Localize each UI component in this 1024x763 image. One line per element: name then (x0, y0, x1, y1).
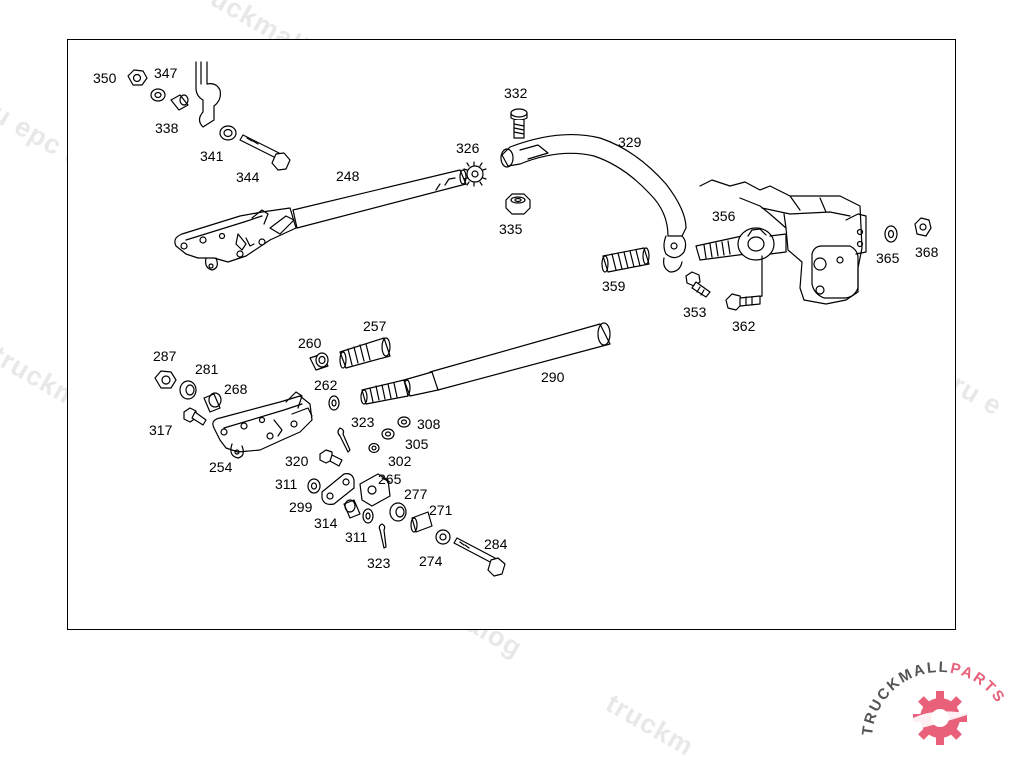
lever-assembly-254 (212, 391, 313, 459)
lever-assembly-248 (174, 207, 297, 271)
bushing-260 (309, 352, 329, 371)
washer-308 (397, 416, 411, 428)
washer-262 (328, 395, 340, 411)
callout-347: 347 (154, 65, 178, 81)
bushing-281 (179, 380, 197, 400)
callout-341: 341 (200, 148, 224, 164)
washer-311 (307, 478, 321, 494)
nut-350 (127, 69, 148, 86)
nut-287 (154, 370, 177, 389)
callout-311: 311 (345, 529, 368, 545)
callout-326: 326 (456, 140, 480, 156)
bolt-317 (183, 407, 207, 426)
bolt-353 (685, 271, 711, 298)
callout-338: 338 (155, 120, 179, 136)
bushing-268 (203, 392, 222, 413)
callout-350: 350 (93, 70, 117, 86)
rod-290 (360, 322, 611, 405)
rod-end-356 (695, 227, 787, 301)
bolt-320 (319, 449, 343, 467)
sleeve-359 (601, 247, 650, 273)
callout-323: 323 (351, 414, 375, 430)
callout-277: 277 (404, 486, 428, 502)
cotter-pin-323 (337, 427, 351, 453)
washer-347 (150, 88, 166, 102)
link-plate-299 (321, 473, 355, 505)
rod-248 (292, 169, 467, 229)
callout-281: 281 (195, 361, 219, 377)
callout-353: 353 (683, 304, 707, 320)
callout-365: 365 (876, 250, 900, 266)
callout-305: 305 (405, 436, 429, 452)
bushing-338 (170, 94, 189, 111)
callout-359: 359 (602, 278, 626, 294)
washer-365 (884, 225, 898, 243)
callout-274: 274 (419, 553, 443, 569)
callout-344: 344 (236, 169, 260, 185)
callout-323: 323 (367, 555, 391, 571)
callout-290: 290 (541, 369, 565, 385)
callout-320: 320 (285, 453, 309, 469)
callout-368: 368 (915, 244, 939, 260)
bolt-362 (725, 293, 761, 311)
lock-washer-326 (463, 161, 487, 187)
callout-332: 332 (504, 85, 528, 101)
nut-368 (914, 217, 932, 237)
diagram-frame (67, 39, 956, 630)
threaded-end-257 (339, 337, 391, 369)
bolt-344 (239, 134, 291, 171)
sleeve-271 (410, 511, 433, 533)
callout-287: 287 (153, 348, 177, 364)
callout-262: 262 (314, 377, 338, 393)
callout-260: 260 (298, 335, 322, 351)
callout-317: 317 (149, 422, 173, 438)
washer-305 (381, 428, 395, 440)
washer-302 (368, 442, 380, 454)
callout-308: 308 (417, 416, 441, 432)
washer-341 (219, 125, 237, 141)
bracket-top (195, 61, 221, 128)
callout-labels: 350 347 338 341 344 248 332 326 329 335 … (93, 65, 939, 571)
callout-302: 302 (388, 453, 412, 469)
truckmall-parts-logo: TRUCKMALLPARTS (859, 659, 1007, 745)
callout-248: 248 (336, 168, 360, 184)
callout-268: 268 (224, 381, 248, 397)
washer-274 (435, 529, 451, 545)
callout-265: 265 (378, 471, 402, 487)
bolt-332 (510, 108, 528, 139)
gear-icon (906, 691, 970, 745)
callout-335: 335 (499, 221, 523, 237)
callout-329: 329 (618, 134, 642, 150)
nut-335 (505, 193, 531, 215)
callout-271: 271 (429, 502, 453, 518)
gearbox-housing (699, 179, 867, 305)
callout-356: 356 (712, 208, 736, 224)
bolt-284 (453, 537, 506, 577)
clevis-265 (359, 473, 391, 507)
callout-284: 284 (484, 536, 508, 552)
callout-314: 314 (314, 515, 338, 531)
callout-311: 311 (275, 476, 298, 492)
bushing-277 (389, 502, 407, 522)
callout-257: 257 (363, 318, 387, 334)
callout-299: 299 (289, 499, 313, 515)
callout-362: 362 (732, 318, 756, 334)
bushing-314 (343, 499, 361, 519)
callout-254: 254 (209, 459, 233, 475)
washer-311 (362, 508, 374, 524)
cotter-pin-323 (378, 523, 387, 549)
bent-tube-329 (500, 134, 687, 273)
